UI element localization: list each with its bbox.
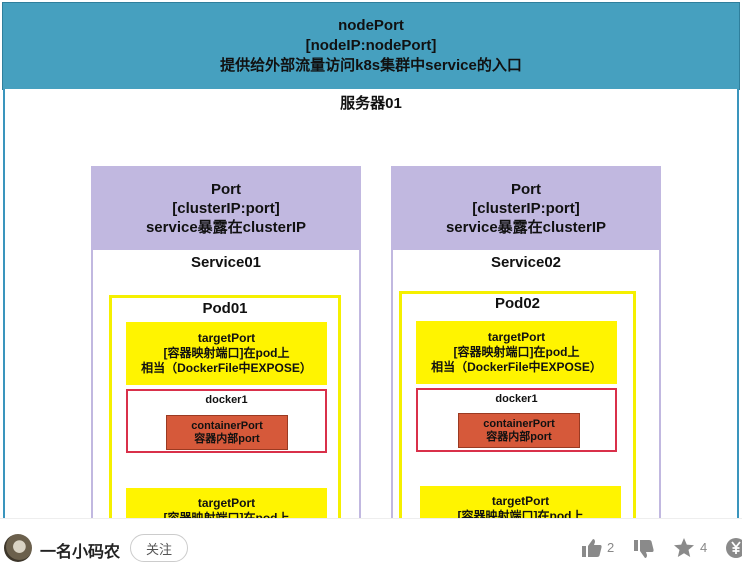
service01-port-description: service暴露在clusterIP: [145, 218, 307, 236]
service02-port-address: [clusterIP:port]: [472, 199, 580, 217]
author-name[interactable]: 一名小码农: [40, 544, 121, 561]
service02-port-title: Port: [511, 180, 541, 198]
pod02-label: Pod02: [494, 295, 540, 312]
pod02-targetport-expose: 相当（DockerFile中EXPOSE）: [431, 360, 602, 374]
pod01-containerport-desc: 容器内部port: [194, 432, 260, 445]
pod01-docker-label: docker1: [205, 394, 248, 406]
service02-port-description: service暴露在clusterIP: [445, 218, 607, 236]
follow-button[interactable]: 关注: [130, 534, 188, 562]
pod01-targetport-mapping: [容器映射端口]在pod上: [163, 346, 290, 360]
nodeport-title: nodePort: [338, 17, 404, 34]
pod01-containerport-title: containerPort: [191, 419, 263, 432]
nodeport-header: nodePort [nodeIP:nodePort] 提供给外部流量访问k8s集…: [2, 2, 740, 90]
pod01-targetport-box: targetPort [容器映射端口]在pod上 相当（DockerFile中E…: [126, 322, 327, 385]
nodeport-address: [nodeIP:nodePort]: [305, 37, 437, 54]
pod01-targetport-title: targetPort: [197, 331, 256, 345]
author-footer-bar: [0, 518, 742, 580]
server-label: 服务器01: [340, 95, 402, 112]
pod02-second-targetport-title: targetPort: [491, 494, 550, 508]
pod01-containerport-box: containerPort 容器内部port: [166, 415, 288, 450]
service02-label: Service02: [490, 254, 562, 271]
pod02-targetport-mapping: [容器映射端口]在pod上: [453, 345, 580, 359]
thumbs-down-icon[interactable]: [633, 538, 655, 560]
pod02-containerport-title: containerPort: [483, 417, 555, 430]
yen-icon[interactable]: [725, 537, 742, 559]
star-count: 4: [700, 540, 708, 555]
service01-port-title: Port: [211, 180, 241, 198]
pod02-targetport-title: targetPort: [487, 330, 546, 344]
nodeport-description: 提供给外部流量访问k8s集群中service的入口: [220, 57, 522, 74]
pod02-docker-label: docker1: [495, 393, 538, 405]
pod02-containerport-desc: 容器内部port: [486, 430, 552, 443]
service01-port-header: Port [clusterIP:port] service暴露在clusterI…: [91, 166, 361, 250]
service01-label: Service01: [190, 254, 262, 271]
pod02-targetport-box: targetPort [容器映射端口]在pod上 相当（DockerFile中E…: [416, 321, 617, 384]
like-count: 2: [607, 540, 615, 555]
pod01-targetport-expose: 相当（DockerFile中EXPOSE）: [141, 361, 312, 375]
service02-port-header: Port [clusterIP:port] service暴露在clusterI…: [391, 166, 661, 250]
service01-port-address: [clusterIP:port]: [172, 199, 280, 217]
author-avatar[interactable]: [4, 534, 32, 562]
star-icon[interactable]: [673, 537, 695, 559]
thumbs-up-icon[interactable]: [581, 537, 603, 559]
pod01-second-targetport-title: targetPort: [197, 496, 256, 510]
pod02-containerport-box: containerPort 容器内部port: [458, 413, 580, 448]
pod01-label: Pod01: [202, 300, 248, 317]
